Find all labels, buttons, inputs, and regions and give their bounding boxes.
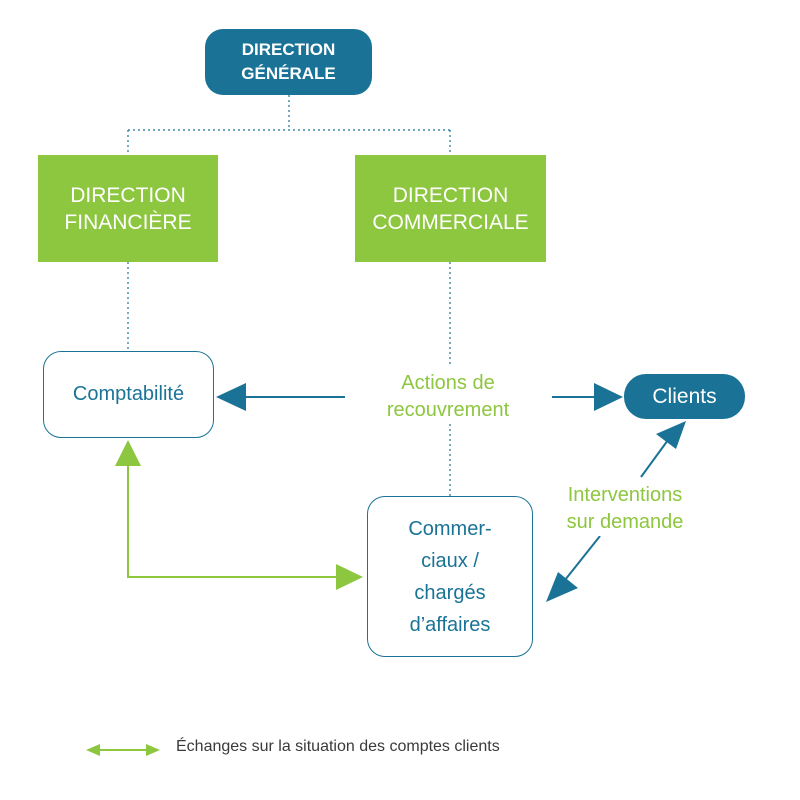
recouvrement-arrows (216, 383, 623, 411)
exchange-arrow-head-right (336, 564, 363, 590)
label-interventions: Interventions sur demande (535, 482, 715, 536)
arrow-line-up-clients (640, 439, 669, 478)
node-direction-commerciale: DIRECTION COMMERCIALE (355, 155, 546, 262)
arrow-head-to-clients (594, 383, 623, 411)
interventions-arrows (546, 421, 686, 602)
legend-text: Échanges sur la situation des comptes cl… (176, 738, 500, 755)
node-direction-financiere-label: DIRECTION FINANCIÈRE (64, 183, 192, 234)
node-commerciaux: Commer- ciaux / chargés d’affaires (367, 496, 533, 657)
node-direction-generale: DIRECTION GÉNÉRALE (205, 29, 372, 95)
node-direction-commerciale-label: DIRECTION COMMERCIALE (372, 183, 529, 234)
arrow-head-down-comm (546, 572, 578, 602)
node-commerciaux-label: Commer- ciaux / chargés d’affaires (408, 517, 492, 636)
node-comptabilite-label: Comptabilité (72, 383, 185, 405)
legend-arrow-icon (86, 744, 160, 756)
node-clients-label: Clients (652, 384, 717, 408)
arrow-head-up-clients (656, 421, 686, 449)
exchange-arrow (115, 440, 363, 590)
node-comptabilite: Comptabilité (43, 351, 214, 438)
arrow-line-down-comm (564, 535, 601, 581)
label-actions-recouvrement: Actions de recouvrement (348, 370, 548, 424)
arrow-head-to-compta (216, 383, 246, 411)
exchange-arrow-line (127, 466, 336, 578)
node-direction-financiere: DIRECTION FINANCIÈRE (38, 155, 218, 262)
node-direction-generale-label: DIRECTION GÉNÉRALE (241, 40, 336, 83)
org-connectors (127, 95, 451, 496)
node-clients: Clients (624, 374, 745, 419)
exchange-arrow-head-up (115, 440, 141, 466)
